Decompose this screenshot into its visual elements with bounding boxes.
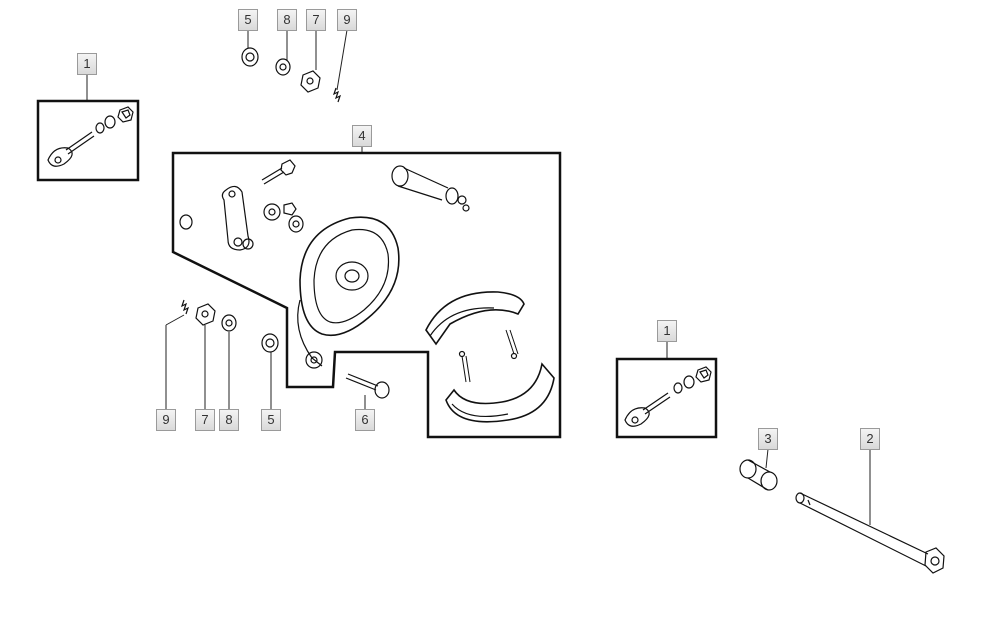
callout-8-top[interactable]: 8 [277,9,297,31]
nut-part-small [283,202,297,216]
nut-part [179,214,193,230]
kit-box-left [36,99,140,182]
brake-shoes-part [425,291,555,423]
callout-5-top[interactable]: 5 [238,9,258,31]
callout-8-bottom[interactable]: 8 [219,409,239,431]
washer-bottom [221,314,237,332]
pin-part [345,373,390,399]
bushing-bottom [261,333,279,353]
nut-top [300,70,321,93]
washer-top [275,58,291,76]
camshaft-part [391,165,470,212]
callout-9-top[interactable]: 9 [337,9,357,31]
axle-part [795,492,945,574]
callout-4[interactable]: 4 [352,125,372,147]
callout-1-right[interactable]: 1 [657,320,677,342]
callout-3[interactable]: 3 [758,428,778,450]
callout-2[interactable]: 2 [860,428,880,450]
callout-6[interactable]: 6 [355,409,375,431]
leader-lines [86,29,871,525]
brake-assembly-box [171,151,562,439]
kit-box-right [615,357,718,439]
bushing-top [241,47,259,67]
brake-plate-part [297,216,400,369]
washer-part [263,203,281,221]
spring-pin-bottom [180,299,190,315]
spacer-part [739,459,778,491]
callout-7-bottom[interactable]: 7 [195,409,215,431]
bolt-part [261,159,296,185]
callout-9-bottom[interactable]: 9 [156,409,176,431]
nut-bottom [195,303,216,326]
callout-1-left[interactable]: 1 [77,53,97,75]
brake-lever-part [221,185,254,251]
nut-part-2 [288,215,304,233]
callout-5-bottom[interactable]: 5 [261,409,281,431]
spring-pin-top [332,87,342,103]
callout-7-top[interactable]: 7 [306,9,326,31]
